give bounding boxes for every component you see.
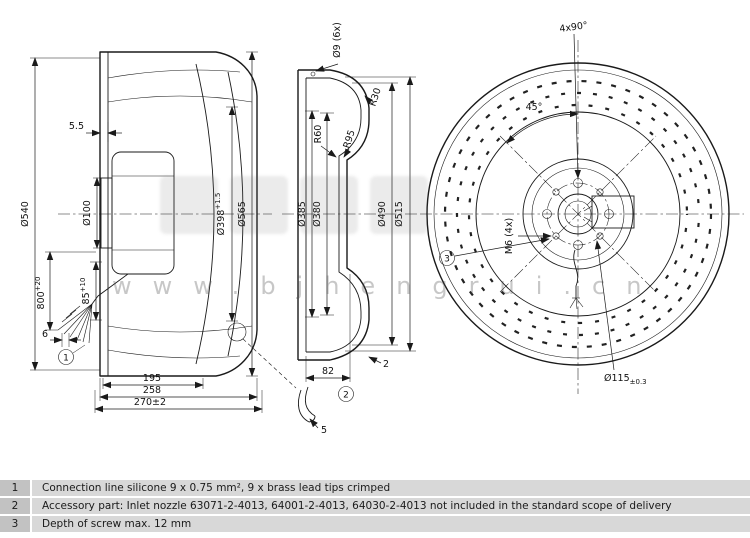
detail-leader (242, 338, 297, 389)
dim-r60: R60 (313, 125, 324, 144)
dim-r30: R30 (368, 87, 384, 108)
dim-cable-length: 800+20 (34, 277, 47, 310)
bolt-circle (546, 182, 610, 246)
blade-ring-inner (467, 103, 689, 325)
dim-strip-length: 85+10 (79, 278, 92, 305)
motor-end-cap (100, 177, 113, 249)
front-cable (573, 249, 579, 298)
dim-dia515: Ø515 (394, 201, 405, 227)
detail-marker-circle (227, 322, 247, 342)
notes-table: 1 Connection line silicone 9 x 0.75 mm²,… (0, 480, 750, 534)
m6-hole (552, 188, 560, 196)
dim-dia565: Ø565 (237, 201, 248, 227)
fan-technical-drawing: Ø540 5.5 Ø100 800+20 85+10 (20, 20, 744, 436)
note-text: Accessory part: Inlet nozzle 63071-2-401… (32, 498, 750, 514)
housing-rim-outer (426, 62, 730, 366)
nameplate-box (591, 195, 635, 229)
callout-1: 1 (63, 354, 69, 364)
motor-body (111, 151, 175, 275)
m6-hole (596, 232, 604, 240)
note-number: 2 (0, 498, 32, 514)
mount-hole-bottom (573, 240, 583, 250)
nozzle-outer-contour (298, 69, 370, 361)
mount-hole-left (542, 209, 552, 219)
mount-hole-right (604, 209, 614, 219)
dim-5-5: 5.5 (69, 121, 84, 132)
callout-2: 2 (343, 391, 349, 401)
dim-dia100: Ø100 (82, 200, 93, 226)
nozzle-inner-contour (306, 77, 362, 353)
callout-2-circle (338, 386, 354, 402)
dim-dia398: Ø398+1.5 (214, 193, 227, 236)
note-row-2: 2 Accessory part: Inlet nozzle 63071-2-4… (0, 498, 750, 514)
note-number: 1 (0, 480, 32, 496)
dim-dia490: Ø490 (377, 201, 388, 227)
connection-cable (91, 273, 129, 305)
flange-hole (310, 71, 316, 77)
m6-hole (552, 232, 560, 240)
m6-hole (596, 188, 604, 196)
dim-dia540: Ø540 (20, 201, 31, 227)
note-number: 3 (0, 516, 32, 532)
dim-dia380: Ø380 (312, 201, 323, 227)
note-row-1: 1 Connection line silicone 9 x 0.75 mm²,… (0, 480, 750, 496)
dim-r95: R95 (342, 129, 358, 150)
note-text: Depth of screw max. 12 mm (32, 516, 750, 532)
dim-dia115: Ø115±0.3 (604, 373, 647, 386)
dim-5: 5 (321, 425, 327, 436)
dim-270: 270±2 (134, 397, 166, 408)
section-view: Ø9 (6x) R30 R95 R60 Ø385 Ø380 Ø490 (282, 22, 420, 436)
dim-dia385: Ø385 (297, 201, 308, 227)
front-view: 4x90° 45° M6 (4x) 3 Ø115±0.3 (420, 20, 744, 394)
callout-3-circle (439, 250, 455, 266)
detail-view: 5 (297, 386, 327, 436)
impeller-blade-profile (195, 63, 215, 365)
dim-82: 82 (322, 366, 334, 377)
dim-258: 258 (143, 385, 161, 396)
dim-m6: M6 (4x) (504, 218, 515, 254)
housing-rim-inner (433, 69, 723, 359)
note-text: Connection line silicone 9 x 0.75 mm², 9… (32, 480, 750, 496)
dim-dia9: Ø9 (6x) (332, 22, 343, 58)
dim-195: 195 (143, 373, 161, 384)
note-row-3: 3 Depth of screw max. 12 mm (0, 516, 750, 532)
housing-outline (99, 51, 258, 377)
side-view: Ø540 5.5 Ø100 800+20 85+10 (20, 51, 297, 413)
hub-outer (522, 158, 634, 270)
cable-wires (57, 303, 93, 344)
blade-ring-outer (443, 79, 713, 349)
dim-2: 2 (383, 359, 389, 370)
blade-ring-middle (455, 91, 701, 337)
callout-1-circle (58, 349, 74, 365)
dim-45: 45° (526, 102, 543, 113)
callout-3: 3 (444, 255, 450, 265)
dim-wire-tip: 6 (42, 329, 48, 340)
dim-4x90: 4x90° (559, 20, 589, 35)
